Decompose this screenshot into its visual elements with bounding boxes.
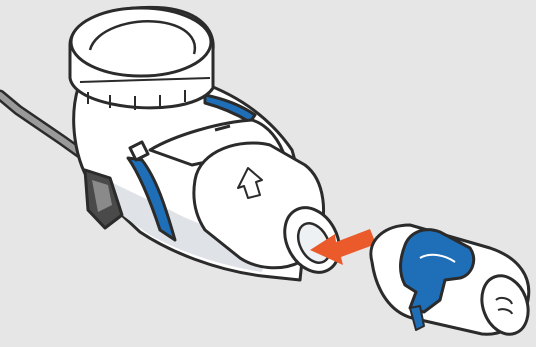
camera-body-icon xyxy=(70,7,350,281)
lens-cap-icon xyxy=(371,225,536,341)
